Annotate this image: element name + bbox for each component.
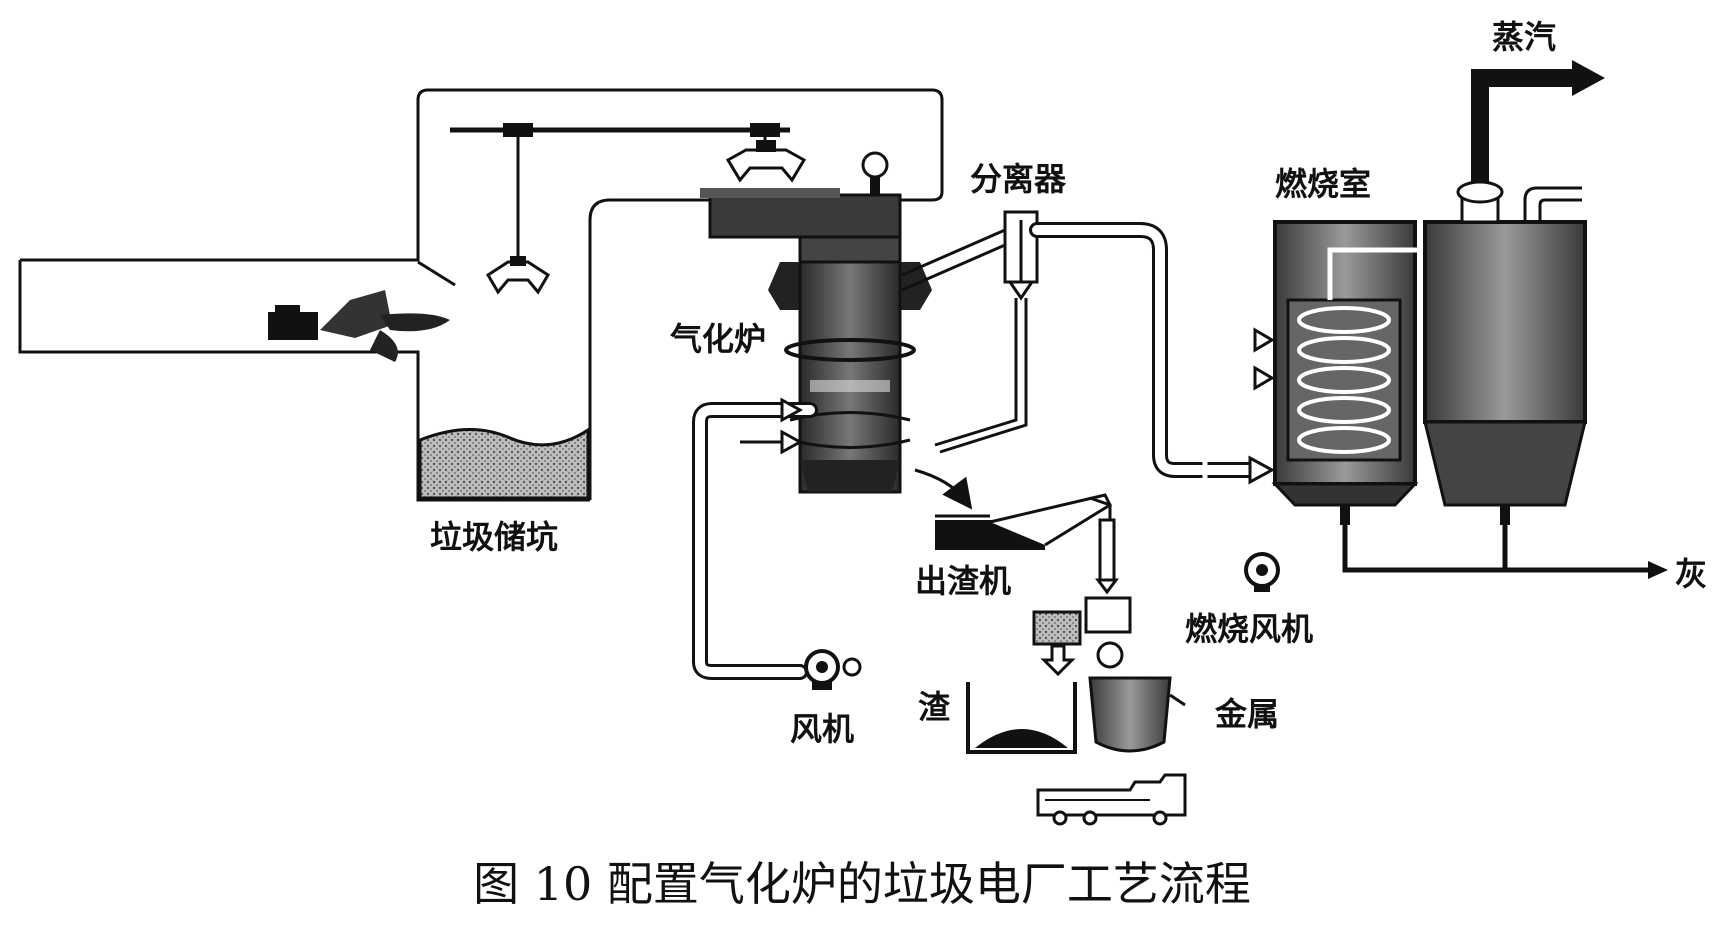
grab-bucket-icon [485, 256, 551, 295]
separator [901, 210, 1039, 454]
slag-bin [966, 682, 1077, 754]
truck-icon [1036, 773, 1187, 826]
steam-outlet-arrow [1471, 60, 1605, 182]
grab-bucket-icon [725, 140, 807, 183]
label-separator: 分离器 [970, 160, 1067, 198]
label-slag: 渣 [918, 688, 951, 726]
combustion-air-lines [1202, 327, 1275, 583]
label-combustion-chamber: 燃烧室 [1275, 165, 1371, 203]
slag-conveyor [1032, 518, 1132, 677]
label-steam: 蒸汽 [1492, 18, 1556, 56]
crane-rail-frame [416, 88, 944, 500]
label-combustion-fan: 燃烧风机 [1185, 610, 1313, 648]
garbage-truck-icon [268, 290, 450, 362]
figure-caption: 图 10 配置气化炉的垃圾电厂工艺流程 [473, 857, 1251, 911]
slag-extractor [914, 468, 1112, 550]
label-slag-extractor: 出渣机 [915, 562, 1011, 600]
combustion-fan-icon [1244, 552, 1280, 592]
label-ash: 灰 [1675, 555, 1707, 593]
label-gasifier: 气化炉 [670, 320, 766, 358]
fan-air-pipe [692, 397, 818, 680]
garbage-pit [418, 427, 590, 500]
ash-outlet [1340, 505, 1668, 579]
fan-icon [804, 649, 862, 690]
label-metal: 金属 [1214, 695, 1279, 733]
label-fan: 风机 [790, 710, 854, 748]
boiler [1423, 180, 1587, 507]
metal-bin [1088, 676, 1186, 753]
gas-pipe [1029, 222, 1276, 485]
gasifier [700, 151, 932, 494]
label-pit: 垃圾储坑 [430, 518, 558, 556]
tipping-hall [18, 240, 590, 502]
combustion-chamber [1271, 220, 1475, 507]
